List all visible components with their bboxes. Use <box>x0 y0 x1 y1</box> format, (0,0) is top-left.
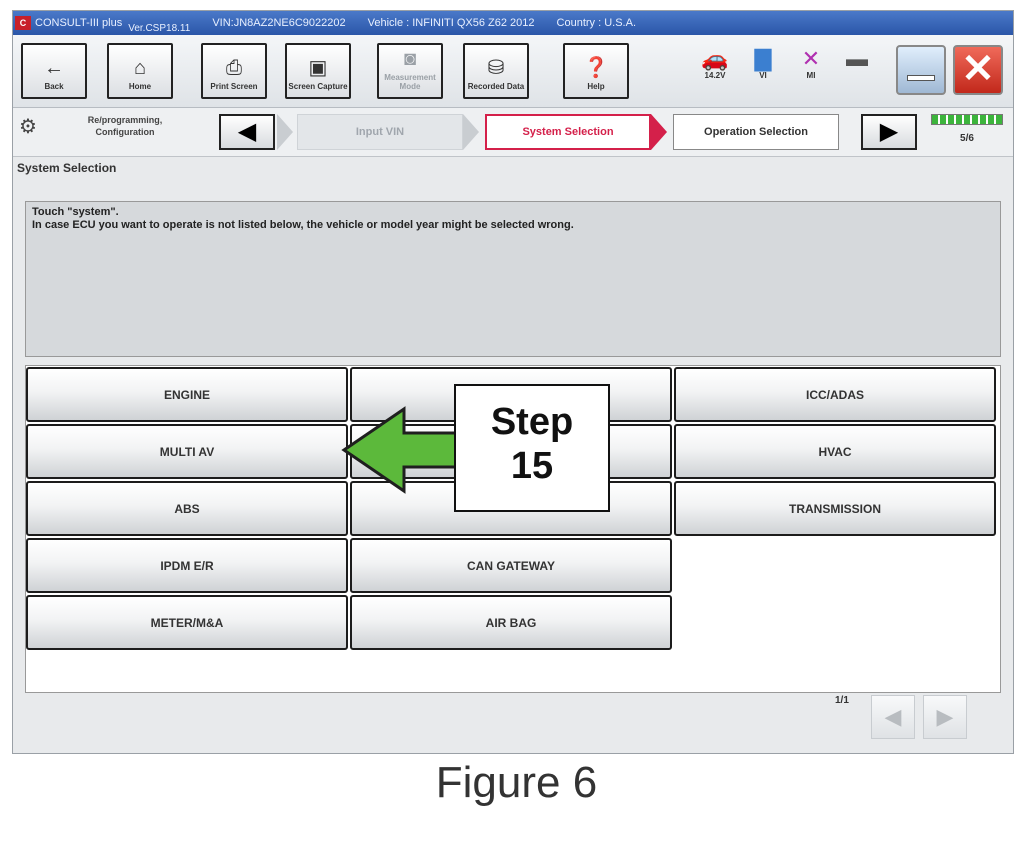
step-arrow-icon <box>341 406 468 494</box>
system-button-ipdm-er[interactable]: IPDM E/R <box>26 538 348 593</box>
print-screen-button[interactable]: ⎙ Print Screen <box>201 43 267 99</box>
figure-caption: Figure 6 <box>435 758 598 807</box>
app-name: CONSULT-III plus <box>35 17 123 29</box>
progress-bar <box>931 114 1003 125</box>
chevron-right-icon <box>463 114 479 150</box>
battery-voltage-status: 🚗 14.2V <box>693 46 737 81</box>
disconnected-x-icon: ✕ <box>801 46 821 71</box>
step-input-vin: Input VIN <box>297 114 463 150</box>
next-step-button[interactable]: ▶ <box>861 114 917 150</box>
page-indicator: 1/1 <box>835 695 849 706</box>
instruction-message: Touch "system". In case ECU you want to … <box>25 201 1001 357</box>
chevron-left-icon: ◀ <box>884 704 902 729</box>
vin-label: VIN:JN8AZ2NE6C9022202 <box>212 17 346 29</box>
system-button-meter-ma[interactable]: METER/M&A <box>26 595 348 650</box>
recorded-data-button[interactable]: ⛁ Recorded Data <box>463 43 529 99</box>
consult-window: C CONSULT-III plus Ver.CSP18.11 VIN:JN8A… <box>12 10 1014 754</box>
title-bar: C CONSULT-III plus Ver.CSP18.11 VIN:JN8A… <box>13 11 1013 35</box>
section-title: System Selection <box>17 161 117 175</box>
back-arrow-icon: ← <box>44 57 64 79</box>
step-navigation: ⚙ Re/programming, Configuration ◀ Input … <box>13 108 1013 157</box>
close-icon: ✕ <box>961 47 995 91</box>
system-button-engine[interactable]: ENGINE <box>26 367 348 422</box>
procedure-title: Re/programming, Configuration <box>87 115 163 137</box>
back-button[interactable]: ← Back <box>21 43 87 99</box>
help-icon: ❓ <box>583 57 609 79</box>
chevron-right-icon <box>651 114 667 150</box>
reprogramming-icon: ⚙ <box>19 116 37 138</box>
signal-icon: ▇ <box>754 46 772 71</box>
camera-icon: ▣ <box>308 57 328 79</box>
mi-status: ✕ MI <box>789 46 833 81</box>
help-button[interactable]: ❓ Help <box>563 43 629 99</box>
close-button[interactable]: ✕ <box>953 45 1003 95</box>
page-next-button[interactable]: ▶ <box>923 695 967 739</box>
home-button[interactable]: ⌂ Home <box>107 43 173 99</box>
measurement-mode-button[interactable]: ◙ Measurement Mode <box>377 43 443 99</box>
mi-device-status: ▬ <box>835 47 879 71</box>
system-button-air-bag[interactable]: AIR BAG <box>350 595 672 650</box>
system-button-icc-adas[interactable]: ICC/ADAS <box>674 367 996 422</box>
printer-icon: ⎙ <box>226 57 242 79</box>
car-icon: 🚗 <box>701 46 729 71</box>
step-callout: Step 15 <box>454 384 610 512</box>
system-button-transmission[interactable]: TRANSMISSION <box>674 481 996 536</box>
system-button-abs[interactable]: ABS <box>26 481 348 536</box>
chevron-right-icon <box>277 114 293 150</box>
system-button-can-gateway[interactable]: CAN GATEWAY <box>350 538 672 593</box>
toolbar: ← Back ⌂ Home ⎙ Print Screen ▣ Screen Ca… <box>13 35 1013 108</box>
home-icon: ⌂ <box>133 57 147 79</box>
app-version: Ver.CSP18.11 <box>128 22 191 34</box>
system-button-hvac[interactable]: HVAC <box>674 424 996 479</box>
country-label: Country : U.S.A. <box>556 17 637 29</box>
minimize-button[interactable] <box>896 45 946 95</box>
step-progress: 5/6 <box>929 112 1005 152</box>
system-button-multi-av[interactable]: MULTI AV <box>26 424 348 479</box>
vi-status: ▇ VI <box>741 46 785 81</box>
chevron-right-icon: ▶ <box>936 704 954 729</box>
step-system-selection: System Selection <box>485 114 651 150</box>
page-prev-button[interactable]: ◀ <box>871 695 915 739</box>
consult-logo-icon: C <box>15 16 31 30</box>
recorded-data-icon: ⛁ <box>487 57 505 79</box>
previous-step-button[interactable]: ◀ <box>219 114 275 150</box>
screen-capture-button[interactable]: ▣ Screen Capture <box>285 43 351 99</box>
device-icon: ▬ <box>846 46 868 71</box>
step-operation-selection: Operation Selection <box>673 114 839 150</box>
measurement-icon: ◙ <box>403 48 417 70</box>
vehicle-label: Vehicle : INFINITI QX56 Z62 2012 <box>367 17 535 29</box>
